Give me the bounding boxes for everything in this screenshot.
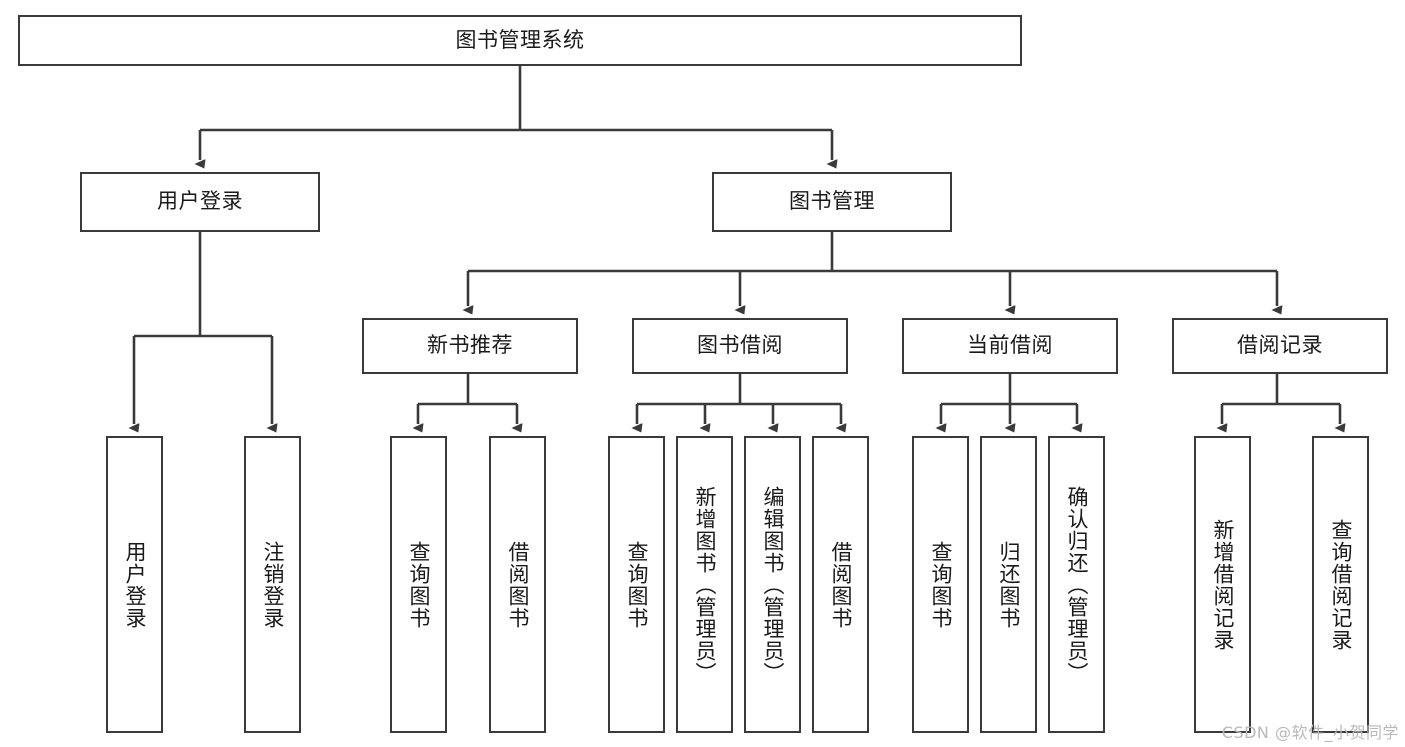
leaf-borrow-book[interactable]: 借阅图书 (812, 436, 869, 733)
leaf-add-borrow-record[interactable]: 新增借阅记录 (1194, 436, 1251, 733)
node-book-management[interactable]: 图书管理 (712, 172, 952, 232)
leaf-query-book-current[interactable]: 查询图书 (912, 436, 969, 733)
leaf-query-book-borrow[interactable]: 查询图书 (608, 436, 665, 733)
node-user-login[interactable]: 用户登录 (80, 172, 320, 232)
leaf-borrow-book-recommend[interactable]: 借阅图书 (489, 436, 546, 733)
node-book-borrow[interactable]: 图书借阅 (632, 318, 848, 374)
watermark-text: CSDN @软件_小贺同学 (1221, 723, 1399, 742)
node-root-system[interactable]: 图书管理系统 (18, 15, 1022, 66)
leaf-return-book[interactable]: 归还图书 (980, 436, 1037, 733)
leaf-query-book-recommend[interactable]: 查询图书 (390, 436, 447, 733)
leaf-user-login[interactable]: 用户登录 (106, 436, 163, 733)
leaf-confirm-return-admin[interactable]: 确认归还（管理员） (1048, 436, 1105, 733)
node-current-borrow[interactable]: 当前借阅 (902, 318, 1118, 374)
leaf-logout[interactable]: 注销登录 (244, 436, 301, 733)
node-new-book-recommend[interactable]: 新书推荐 (362, 318, 578, 374)
node-borrow-record[interactable]: 借阅记录 (1172, 318, 1388, 374)
leaf-edit-book-admin[interactable]: 编辑图书（管理员） (744, 436, 801, 733)
leaf-add-book-admin[interactable]: 新增图书（管理员） (676, 436, 733, 733)
leaf-query-borrow-record[interactable]: 查询借阅记录 (1312, 436, 1369, 733)
